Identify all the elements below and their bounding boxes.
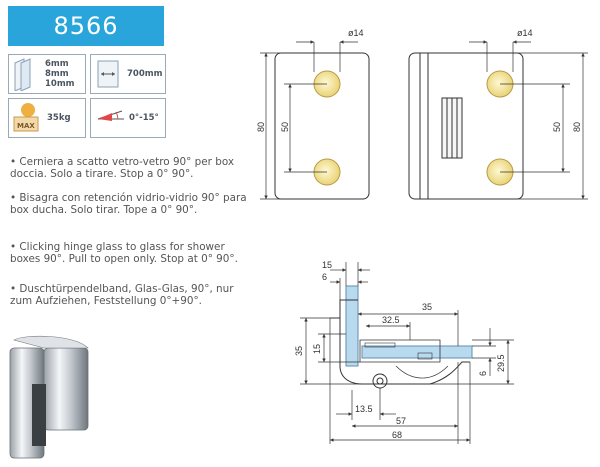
description-de: • Duschtürpendelband, Glas-Glas, 90°, nu…	[10, 283, 234, 308]
thickness-6: 6mm	[45, 59, 69, 69]
product-code: 8566	[8, 6, 164, 46]
thickness-8: 8mm	[45, 69, 69, 79]
dim-57: 57	[396, 416, 406, 426]
dim-6-right: 6	[478, 371, 488, 376]
dim-68: 68	[392, 430, 402, 440]
angle-value: 0°-15°	[129, 113, 159, 123]
description-es: • Bisagra con retención vidrio-vidrio 90…	[10, 192, 247, 217]
dim-height-right: 80	[572, 122, 582, 132]
thickness-10: 10mm	[45, 79, 75, 89]
glass-thickness-spec: 6mm 8mm 10mm	[8, 54, 86, 94]
dim-spacing-left: 50	[280, 122, 290, 132]
max-label: MAX	[17, 122, 35, 130]
glass-horizontal	[361, 345, 473, 359]
dim-15-left: 15	[312, 344, 322, 354]
dim-height-left: 80	[256, 122, 266, 132]
door-width-icon	[97, 60, 119, 88]
max-weight-spec: MAX 35kg	[8, 98, 86, 138]
dim-hole-left: ø14	[348, 28, 364, 38]
dim-spacing-right: 50	[552, 122, 562, 132]
description-it: • Cerniera a scatto vetro-vetro 90° per …	[10, 156, 235, 181]
dim-32-5: 32.5	[382, 315, 400, 325]
weight-icon	[13, 103, 39, 132]
dim-6-top: 6	[322, 272, 327, 282]
angle-icon	[97, 110, 124, 121]
door-width-value: 700mm	[127, 69, 163, 79]
dim-hole-right: ø14	[517, 28, 533, 38]
pivot-circle	[372, 373, 388, 389]
plan-view	[330, 285, 473, 389]
dim-15-top: 15	[322, 260, 332, 270]
max-weight-value: 35kg	[47, 113, 71, 123]
angle-spec: 0°-15°	[90, 98, 166, 138]
dim-13-5: 13.5	[355, 404, 373, 414]
front-view-left	[260, 40, 370, 200]
description-en: • Clicking hinge glass to glass for show…	[10, 241, 238, 266]
dim-35-top: 35	[422, 302, 432, 312]
hinge-photo	[9, 335, 89, 459]
door-width-spec: 700mm	[90, 54, 166, 94]
front-view-right	[408, 40, 588, 200]
dim-29-5: 29.5	[496, 354, 506, 372]
glass-thickness-icon	[14, 58, 31, 91]
glass-vertical	[345, 285, 359, 367]
dim-35-left: 35	[294, 346, 304, 356]
